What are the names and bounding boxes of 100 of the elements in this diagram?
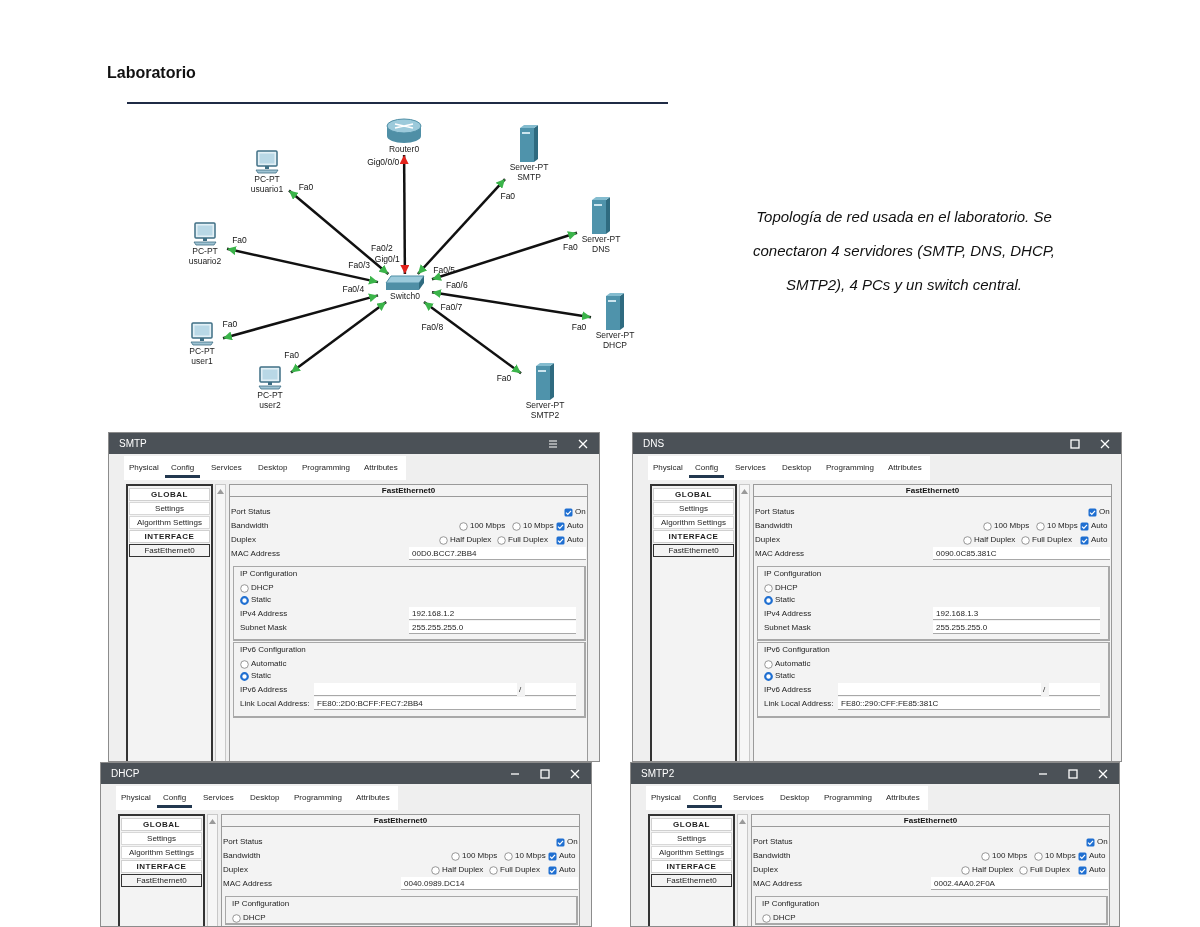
panel-header: FastEthernet0 bbox=[222, 815, 579, 827]
network-link bbox=[399, 155, 410, 274]
device-label: PC-PT bbox=[256, 390, 284, 400]
option-label: Auto bbox=[567, 535, 584, 545]
input-field: 00D0.BCC7.2BB4 bbox=[409, 547, 586, 560]
option-label: Full Duplex bbox=[508, 535, 548, 545]
option-label: Automatic bbox=[251, 659, 287, 669]
field-label: MAC Address bbox=[753, 879, 802, 889]
sidebar-heading: GLOBAL bbox=[121, 818, 202, 831]
option-label: 100 Mbps bbox=[992, 851, 1028, 861]
option-label: Half Duplex bbox=[450, 535, 492, 545]
field-label: IPv6 Address bbox=[764, 685, 812, 695]
option-label: 100 Mbps bbox=[994, 521, 1030, 531]
sidebar-heading: INTERFACE bbox=[653, 530, 734, 543]
device-label: usuario1 bbox=[249, 184, 285, 194]
selected-sidebar-item: FastEthernet0 bbox=[129, 544, 210, 557]
field-label: IPv6 Address bbox=[240, 685, 288, 695]
option-label: Auto bbox=[1089, 865, 1106, 875]
page-title: Laboratorio bbox=[107, 64, 196, 82]
selected-sidebar-item: FastEthernet0 bbox=[651, 874, 732, 887]
network-link bbox=[288, 189, 390, 275]
field-label: MAC Address bbox=[231, 549, 280, 559]
figure-caption: Topología de red usada en el laboratorio. Se conectaron 4 servidores (SMTP, DNS, DHCP, SMTP2), 4 PCs y un switch central. bbox=[751, 207, 1057, 295]
port-label: Fa0/7 bbox=[440, 302, 463, 313]
tab-label: Attributes bbox=[888, 463, 922, 473]
field-label: MAC Address bbox=[755, 549, 804, 559]
selected-sidebar-item: FastEthernet0 bbox=[121, 874, 202, 887]
sidebar-heading: INTERFACE bbox=[129, 530, 210, 543]
tab-label: Attributes bbox=[356, 793, 390, 803]
input-field: 255.255.255.0 bbox=[933, 621, 1100, 634]
group-title: IP Configuration bbox=[764, 569, 822, 579]
group-title: IP Configuration bbox=[232, 899, 290, 909]
window-title: SMTP bbox=[119, 438, 147, 450]
option-label: DHCP bbox=[251, 583, 274, 593]
prefix-separator: / bbox=[519, 685, 522, 695]
sidebar-heading: INTERFACE bbox=[121, 860, 202, 873]
port-label: Gig0/0/0 bbox=[367, 157, 400, 168]
tab-label: Services bbox=[203, 793, 234, 803]
device-label: Server-PT bbox=[508, 162, 550, 172]
device-label: Router0 bbox=[387, 144, 421, 154]
tab-label: Programming bbox=[302, 463, 350, 473]
field-label: MAC Address bbox=[223, 879, 272, 889]
tab-label: Desktop bbox=[258, 463, 288, 473]
tab-label: Desktop bbox=[250, 793, 280, 803]
field-label: Bandwidth bbox=[231, 521, 269, 531]
field-label: Port Status bbox=[753, 837, 793, 847]
option-label: On bbox=[1097, 837, 1108, 847]
input-field: 192.168.1.3 bbox=[933, 607, 1100, 620]
sidebar-heading: GLOBAL bbox=[129, 488, 210, 501]
tab-label: Services bbox=[733, 793, 764, 803]
option-label: Static bbox=[775, 671, 795, 681]
sidebar-button: Algorithm Settings bbox=[121, 846, 202, 859]
panel-header: FastEthernet0 bbox=[752, 815, 1109, 827]
network-link bbox=[431, 231, 578, 281]
port-label: Fa0 bbox=[496, 372, 512, 383]
port-label: Fa0 bbox=[563, 242, 578, 253]
sidebar-heading: INTERFACE bbox=[651, 860, 732, 873]
sidebar-button: Algorithm Settings bbox=[129, 516, 210, 529]
option-label: Automatic bbox=[775, 659, 811, 669]
device-label: Server-PT bbox=[594, 330, 636, 340]
window-title: SMTP2 bbox=[641, 768, 675, 780]
option-label: Auto bbox=[1091, 521, 1108, 531]
tab-label: Attributes bbox=[886, 793, 920, 803]
sidebar-heading: GLOBAL bbox=[651, 818, 732, 831]
port-label: Fa0/4 bbox=[342, 284, 365, 294]
option-label: Auto bbox=[559, 865, 576, 875]
field-label: Bandwidth bbox=[223, 851, 261, 861]
option-label: Auto bbox=[567, 521, 584, 531]
group-title: IPv6 Configuration bbox=[764, 645, 830, 655]
tab-label: Physical bbox=[129, 463, 159, 473]
prefix-separator: / bbox=[1043, 685, 1046, 695]
network-link bbox=[226, 246, 379, 285]
network-link bbox=[423, 301, 522, 375]
option-label: DHCP bbox=[243, 913, 266, 923]
tab-label: Desktop bbox=[780, 793, 810, 803]
group-title: IP Configuration bbox=[240, 569, 298, 579]
option-label: 10 Mbps bbox=[515, 851, 546, 861]
input-field: 0090.0C85.381C bbox=[933, 547, 1110, 560]
device-label: SMTP bbox=[516, 172, 542, 182]
option-label: 10 Mbps bbox=[523, 521, 554, 531]
port-label: Fa0 bbox=[222, 319, 238, 329]
network-link bbox=[222, 293, 379, 341]
tab-label: Physical bbox=[651, 793, 681, 803]
panel-header: FastEthernet0 bbox=[754, 485, 1111, 497]
device-label: DHCP bbox=[601, 340, 629, 350]
active-tab: Config bbox=[689, 463, 725, 478]
port-label: Fa0/6 bbox=[445, 280, 468, 291]
device-label: PC-PT bbox=[253, 174, 281, 184]
tab-label: Physical bbox=[653, 463, 683, 473]
option-label: 100 Mbps bbox=[462, 851, 498, 861]
option-label: 100 Mbps bbox=[470, 521, 506, 531]
selected-sidebar-item: FastEthernet0 bbox=[653, 544, 734, 557]
field-label: IPv4 Address bbox=[240, 609, 288, 619]
input-field: 0002.4AA0.2F0A bbox=[931, 877, 1108, 890]
field-label: Subnet Mask bbox=[764, 623, 811, 633]
option-label: Full Duplex bbox=[500, 865, 540, 875]
device-label: Switch0 bbox=[389, 291, 421, 301]
option-label: Auto bbox=[559, 851, 576, 861]
input-field: FE80::290:CFF:FE85:381C bbox=[838, 697, 1100, 710]
field-label: Duplex bbox=[753, 865, 778, 875]
